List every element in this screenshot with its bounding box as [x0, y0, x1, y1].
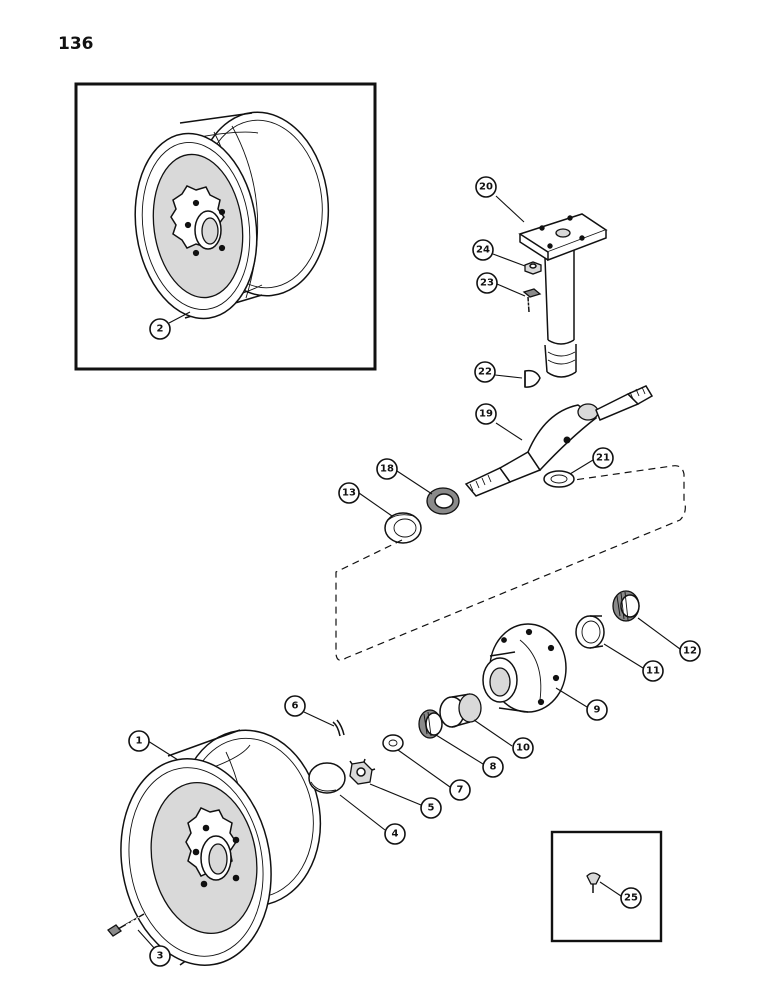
lock-nut-icon — [524, 261, 542, 275]
svg-text:9: 9 — [594, 705, 601, 716]
assembly-dashed-line — [335, 465, 686, 661]
callout-20: 20 — [475, 176, 497, 198]
callout-22: 22 — [474, 361, 496, 383]
callout-2: 2 — [149, 318, 171, 340]
callout-18: 18 — [376, 458, 398, 480]
svg-text:8: 8 — [490, 762, 497, 773]
callout-24: 24 — [472, 239, 494, 261]
callout-6: 6 — [284, 695, 306, 717]
svg-text:22: 22 — [478, 367, 492, 378]
svg-text:19: 19 — [479, 409, 493, 420]
callout-8: 8 — [482, 756, 504, 778]
callout-9: 9 — [586, 699, 608, 721]
outer-bearing-cone-icon — [418, 709, 443, 739]
callout-10: 10 — [512, 737, 534, 759]
svg-text:20: 20 — [479, 182, 493, 193]
callout-12: 12 — [679, 640, 701, 662]
thrust-washer-icon — [543, 470, 575, 488]
outer-bearing-cup-icon — [439, 693, 482, 728]
callout-7: 7 — [449, 779, 471, 801]
cotter-pin-icon — [332, 719, 345, 737]
wheel-bolt-icon — [107, 913, 145, 937]
oil-seal-icon — [384, 512, 422, 544]
inner-bearing-cone-icon — [612, 590, 640, 622]
spindle-arm-icon — [518, 213, 608, 378]
leader-lines — [137, 195, 681, 950]
svg-text:7: 7 — [457, 785, 464, 796]
wheel-rim-icon — [120, 729, 322, 966]
callout-25: 25 — [620, 887, 642, 909]
inner-bearing-cup-icon — [575, 615, 605, 649]
svg-text:21: 21 — [596, 453, 610, 464]
svg-text:10: 10 — [516, 743, 530, 754]
svg-text:3: 3 — [157, 951, 164, 962]
page-number: 136 — [58, 34, 94, 54]
svg-text:6: 6 — [292, 701, 299, 712]
callout-3: 3 — [149, 945, 171, 967]
callout-5: 5 — [420, 797, 442, 819]
svg-text:11: 11 — [646, 666, 660, 677]
svg-text:18: 18 — [380, 464, 394, 475]
castle-nut-icon — [349, 758, 376, 785]
wheel-rim-inset-icon — [134, 111, 330, 320]
svg-text:12: 12 — [683, 646, 697, 657]
callout-4: 4 — [384, 823, 406, 845]
spindle-icon — [464, 385, 654, 497]
hub-cap-icon — [308, 762, 346, 794]
svg-text:13: 13 — [342, 488, 356, 499]
callout-19: 19 — [475, 403, 497, 425]
svg-text:23: 23 — [480, 278, 494, 289]
callout-11: 11 — [642, 660, 664, 682]
dust-shield-icon — [426, 487, 460, 515]
fitting-inset-frame — [550, 830, 663, 943]
svg-text:24: 24 — [476, 245, 490, 256]
svg-text:1: 1 — [136, 736, 143, 747]
callout-21: 21 — [592, 447, 614, 469]
inset-frame — [74, 82, 377, 371]
grease-fitting-icon — [586, 872, 601, 893]
svg-text:2: 2 — [157, 324, 164, 335]
woodruff-key-icon — [524, 369, 541, 388]
svg-text:4: 4 — [392, 829, 399, 840]
svg-text:5: 5 — [428, 803, 435, 814]
svg-text:25: 25 — [624, 893, 638, 904]
callout-23: 23 — [476, 272, 498, 294]
wheel-hub-icon — [482, 623, 567, 713]
cap-screw-icon — [522, 288, 542, 313]
washer-icon — [382, 734, 404, 752]
callout-13: 13 — [338, 482, 360, 504]
callout-1: 1 — [128, 730, 150, 752]
